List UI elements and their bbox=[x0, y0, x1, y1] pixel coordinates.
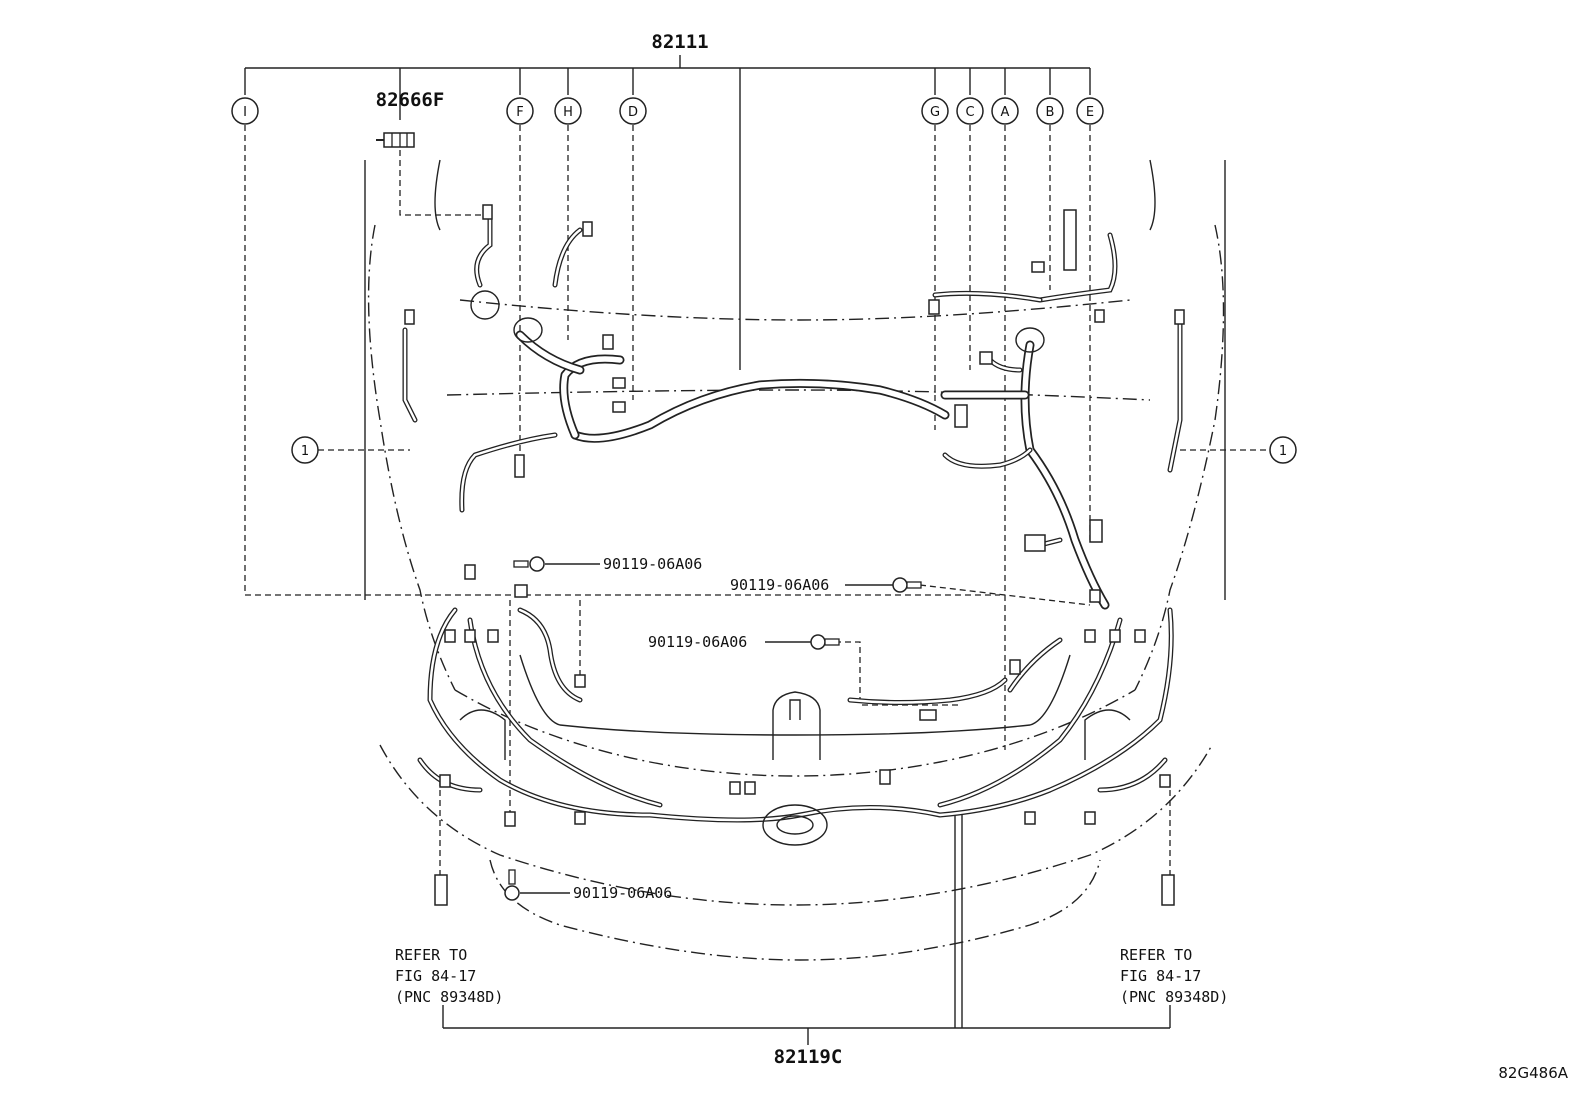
part-label-82119C: 82119C bbox=[774, 1046, 843, 1068]
callout-G-label: G bbox=[930, 105, 940, 120]
figure-code: 82G486A bbox=[1498, 1064, 1568, 1082]
part-label-bolt-1: 90119-06A06 bbox=[603, 555, 702, 573]
bolt-icon-2 bbox=[845, 577, 922, 593]
refer-right-line-3: (PNC 89348D) bbox=[1120, 988, 1228, 1006]
callout-1-left: 1 bbox=[291, 436, 319, 464]
clamp-icon bbox=[376, 132, 415, 148]
bolt-icon-3 bbox=[765, 634, 840, 650]
part-label-82111: 82111 bbox=[651, 31, 708, 53]
callout-D: D bbox=[619, 97, 647, 125]
part-label-bolt-2: 90119-06A06 bbox=[730, 576, 829, 594]
callout-G: G bbox=[921, 97, 949, 125]
connectors bbox=[404, 204, 1185, 906]
callout-I-label: I bbox=[243, 105, 247, 120]
callout-B: B bbox=[1036, 97, 1064, 125]
refer-left-line-3: (PNC 89348D) bbox=[395, 988, 503, 1006]
refer-note-left: REFER TO FIG 84-17 (PNC 89348D) bbox=[395, 946, 503, 1006]
callout-A-label: A bbox=[1001, 105, 1010, 120]
refer-note-right: REFER TO FIG 84-17 (PNC 89348D) bbox=[1120, 946, 1228, 1006]
refer-right-line-1: REFER TO bbox=[1120, 946, 1192, 964]
part-label-82666F: 82666F bbox=[376, 89, 445, 111]
callout-1-right: 1 bbox=[1269, 436, 1297, 464]
callout-H-label: H bbox=[563, 105, 573, 120]
bolt-icon-1 bbox=[513, 556, 600, 572]
callout-E: E bbox=[1076, 97, 1104, 125]
leader-lines-82119C bbox=[442, 815, 1171, 1045]
callout-I: I bbox=[231, 97, 259, 125]
refer-left-line-2: FIG 84-17 bbox=[395, 967, 476, 985]
callout-B-label: B bbox=[1046, 105, 1055, 120]
callout-1-right-label: 1 bbox=[1279, 444, 1287, 459]
callout-F-label: F bbox=[516, 105, 523, 120]
callout-C-label: C bbox=[965, 105, 974, 120]
refer-right-line-2: FIG 84-17 bbox=[1120, 967, 1201, 985]
callout-leaders bbox=[244, 125, 1270, 885]
refer-left-line-1: REFER TO bbox=[395, 946, 467, 964]
vehicle-body-outline bbox=[364, 159, 1226, 961]
part-label-bolt-3: 90119-06A06 bbox=[648, 633, 747, 651]
leader-lines-82111 bbox=[244, 55, 1091, 370]
bolt-icon-4 bbox=[504, 869, 570, 901]
callout-F: F bbox=[506, 97, 534, 125]
callout-A: A bbox=[991, 97, 1019, 125]
callout-1-left-label: 1 bbox=[301, 444, 309, 459]
callout-D-label: D bbox=[628, 105, 638, 120]
callout-H: H bbox=[554, 97, 582, 125]
callout-E-label: E bbox=[1086, 105, 1094, 120]
callout-C: C bbox=[956, 97, 984, 125]
main-wire-harness bbox=[459, 212, 1118, 610]
part-label-bolt-4: 90119-06A06 bbox=[573, 884, 672, 902]
